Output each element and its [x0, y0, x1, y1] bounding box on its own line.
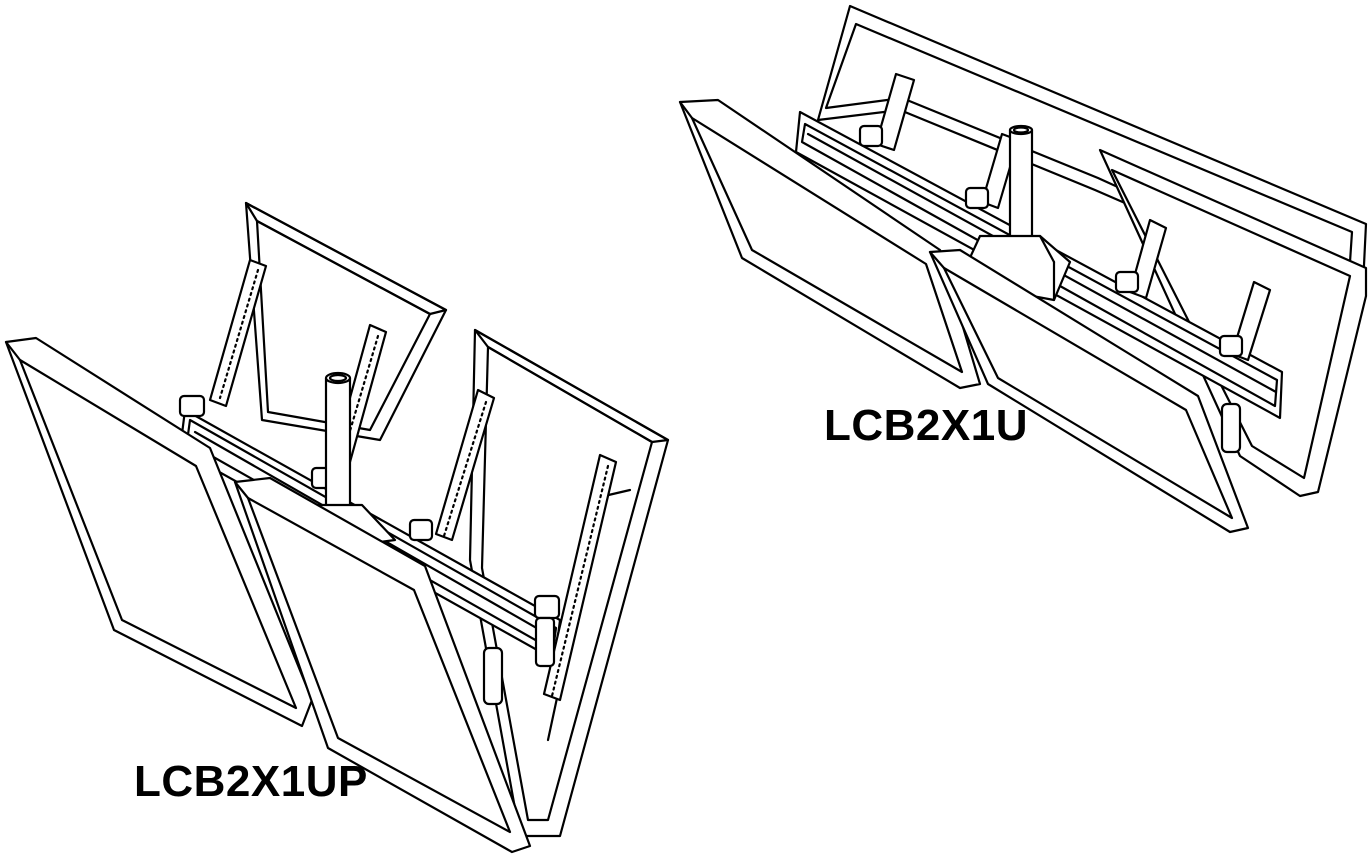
landscape-latch-brackets	[858, 124, 1244, 454]
front-lower-display	[928, 248, 1250, 534]
landscape-mount-assembly	[678, 4, 1368, 534]
model-label-lcb2x1u: LCB2X1U	[824, 401, 1028, 450]
model-label-lcb2x1up: LCB2X1UP	[134, 757, 368, 806]
portrait-latch-brackets	[178, 394, 561, 706]
rear-left-display	[244, 201, 448, 442]
front-right-display	[233, 476, 532, 854]
front-upper-display	[678, 98, 982, 390]
portrait-mount-assembly	[4, 201, 670, 854]
